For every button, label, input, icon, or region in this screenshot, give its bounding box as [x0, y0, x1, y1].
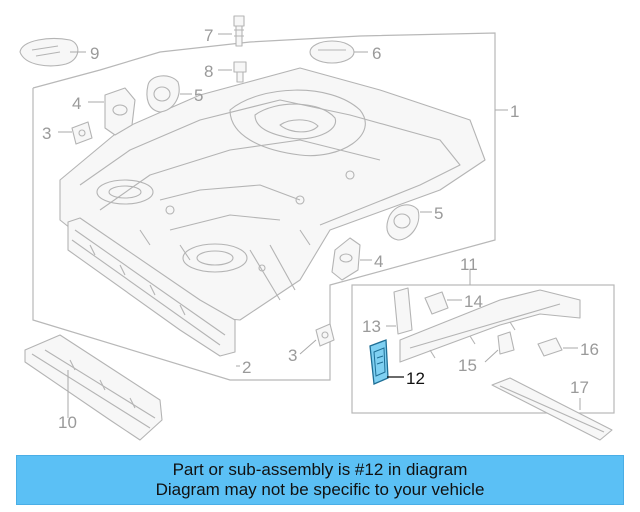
bracket-part-14	[424, 291, 449, 315]
callout-5-upper: 5	[194, 86, 203, 105]
callout-11: 11	[460, 255, 478, 274]
rail-part-17	[491, 377, 613, 441]
cap-part-5-upper	[146, 75, 180, 113]
callout-14: 14	[464, 292, 483, 311]
floor-pan-exploded-diagram: 9 6 7 8 4 5 3 1 5 4 2 3 10 11 14 13 15 1…	[19, 15, 615, 441]
callout-4-lower: 4	[374, 252, 383, 271]
callout-1: 1	[510, 102, 519, 121]
bracket-part-15	[497, 331, 515, 355]
bracket-part-4-upper	[104, 87, 136, 136]
banner-line-1: Part or sub-assembly is #12 in diagram	[172, 460, 468, 479]
leader-lines	[58, 33, 581, 418]
clip-part-3-upper	[71, 121, 93, 145]
callout-13: 13	[362, 317, 381, 336]
callout-15: 15	[458, 356, 477, 375]
bracket-part-13	[393, 287, 413, 335]
callout-7: 7	[204, 26, 213, 45]
callout-5-lower: 5	[434, 204, 443, 223]
callout-12-highlighted[interactable]: 12	[406, 369, 425, 388]
callout-17: 17	[570, 378, 589, 397]
cap-part-5-lower	[386, 204, 420, 241]
callout-6: 6	[372, 44, 381, 63]
banner-line-2: Diagram may not be specific to your vehi…	[155, 480, 485, 499]
callout-4-upper: 4	[72, 94, 81, 113]
lower-rail-part-10	[24, 334, 163, 441]
clip-part-8	[233, 61, 247, 83]
plug-part-9	[19, 37, 79, 67]
highlighted-part-12[interactable]	[369, 339, 389, 385]
bracket-part-4-lower	[331, 237, 361, 281]
bracket-part-16	[537, 337, 563, 357]
callout-16: 16	[580, 340, 599, 359]
info-banner: Part or sub-assembly is #12 in diagram D…	[16, 455, 624, 505]
callout-3-lower: 3	[288, 346, 297, 365]
clip-part-3-lower	[315, 323, 335, 347]
clip-part-7	[233, 15, 245, 47]
main-assembly-frame	[32, 32, 496, 381]
rocker-rail-part	[67, 217, 236, 357]
plug-part-6	[309, 40, 355, 64]
subassembly-frame	[351, 284, 615, 414]
callout-10: 10	[58, 413, 77, 432]
callout-8: 8	[204, 62, 213, 81]
callout-3-upper: 3	[42, 124, 51, 143]
rear-rail-part	[399, 289, 581, 363]
callout-9: 9	[90, 44, 99, 63]
callout-2: 2	[242, 358, 251, 377]
